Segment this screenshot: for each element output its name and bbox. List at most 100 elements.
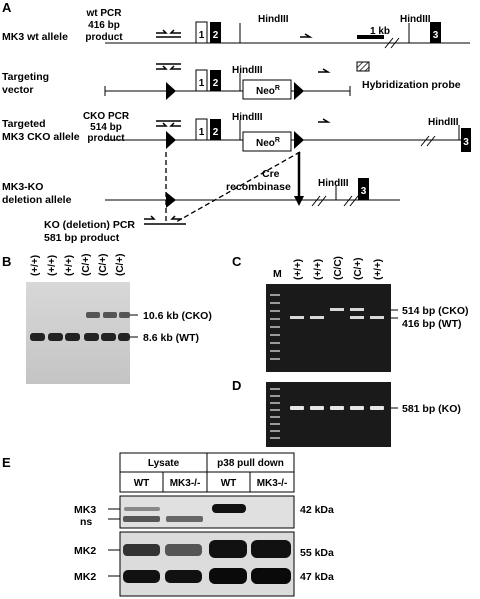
cre-arrow-head (294, 196, 304, 206)
wt-exon-3 (430, 22, 441, 43)
b-band-label-upper: 10.6 kb (CKO) (143, 310, 212, 322)
c-lane-label: (+/+) (373, 259, 384, 280)
e-ns-band (166, 516, 203, 522)
c-band-wt (290, 316, 304, 319)
e-mk2-lower-band (209, 568, 247, 584)
e-mk2-upper-band (209, 540, 247, 558)
tg-primer-3 (318, 118, 331, 123)
b-lane-label: (C/+) (81, 254, 92, 277)
c-gel-bands (290, 308, 384, 319)
tg-exon-3 (461, 128, 471, 152)
row-label-tg-2: MK3 CKO allele (2, 131, 80, 143)
d-band-ko (310, 406, 324, 410)
d-band-ko (290, 406, 304, 410)
b-cko-band (103, 312, 117, 318)
b-wt-band (30, 333, 45, 341)
panel-label-b: B (2, 254, 11, 269)
tv-primer-3 (318, 68, 331, 73)
tg-exon-2-label: 2 (213, 127, 219, 138)
ko-break-marks (311, 195, 359, 207)
hybridization-probe-swatch (356, 61, 370, 72)
e-ns-band (123, 516, 160, 522)
d-band-ko (330, 406, 344, 410)
row-label-ko-2: deletion allele (2, 194, 72, 206)
e-group-lysate: Lysate (148, 458, 180, 469)
e-mk3-pulldown-band (212, 504, 246, 513)
panel-c-lane-labels: (+/+) (+/+) (C/C) (C/+) (+/+) (293, 256, 384, 280)
tg-exon-1-label: 1 (199, 127, 205, 138)
c-marker-lane-label: M (273, 268, 282, 280)
cko-pcr-label-1: CKO PCR (83, 111, 130, 122)
wt-pcr-label-3: product (85, 32, 123, 43)
e-row-mk2-lower: MK2 (74, 571, 96, 583)
e-mk2-lower-band (251, 568, 291, 584)
c-band-label-lower: 416 bp (WT) (402, 318, 462, 330)
tv-exon-2-label: 2 (213, 78, 219, 89)
b-wt-band (65, 333, 80, 341)
e-mk2-lower-band (123, 570, 160, 583)
wt-exon-2-label: 2 (213, 30, 219, 41)
tv-pcr-primers (156, 63, 181, 70)
panel-label-d: D (232, 378, 241, 393)
cre-label-1: Cre (262, 168, 280, 180)
b-cko-band (119, 312, 130, 318)
wt-exon-2 (210, 22, 221, 43)
cko-pcr-label-3: product (87, 133, 125, 144)
d-gel-bands (290, 406, 384, 410)
tg-hindiii-label-2: HindIII (428, 117, 459, 128)
row-label-tg-1: Targeted (2, 118, 46, 130)
c-lane-label: (+/+) (293, 259, 304, 280)
d-band-ko (370, 406, 384, 410)
b-lane-label: (C/+) (98, 254, 109, 277)
c-band-label-upper: 514 bp (CKO) (402, 305, 469, 317)
row-label-ko-1: MK3-KO (2, 181, 43, 193)
c-ladder (270, 294, 280, 360)
d-band-label: 581 bp (KO) (402, 403, 461, 415)
tg-neo-label: NeoR (256, 137, 280, 149)
tg-loxp-2 (294, 131, 304, 149)
ko-exon-3 (358, 178, 369, 200)
c-lane-label: (C/C) (333, 256, 344, 280)
b-lane-label: (C/+) (115, 254, 126, 277)
pcr-gel-c (266, 284, 391, 372)
ko-hindiii-label: HindIII (318, 178, 349, 189)
e-mk3-band (124, 507, 160, 511)
ko-pcr-label-2: 581 bp product (44, 232, 120, 244)
pcr-gel-d (266, 382, 391, 447)
wt-hindiii-label-1: HindIII (258, 14, 289, 25)
panel-b-lane-labels: (+/+) (+/+) (+/+) (C/+) (C/+) (C/+) (30, 254, 126, 277)
ko-pcr-primers (144, 215, 186, 225)
b-wt-band (118, 333, 130, 341)
c-band-wt (370, 316, 384, 319)
e-mk2-upper-band (251, 540, 291, 558)
c-band-cko (330, 308, 344, 311)
e-kda-55: 55 kDa (300, 547, 334, 559)
wt-break-marks (384, 37, 400, 49)
e-group-p38: p38 pull down (217, 458, 284, 469)
b-wt-band (84, 333, 99, 341)
b-wt-band (48, 333, 63, 341)
wt-primer-3 (300, 33, 313, 38)
row-label-tv-1: Targeting (2, 71, 49, 83)
e-row-mk3: MK3 (74, 504, 96, 516)
hybridization-probe-label: Hybridization probe (362, 79, 461, 91)
tv-neo-cassette (242, 79, 292, 100)
tv-exon-1 (195, 69, 208, 92)
wt-pcr-label-1: wt PCR (86, 8, 123, 19)
b-cko-band (86, 312, 100, 318)
e-mk2-upper-band (123, 544, 160, 556)
b-band-label-lower: 8.6 kb (WT) (143, 332, 199, 344)
tg-hindiii-label-1: HindIII (232, 112, 263, 123)
e-mk2-lower-band (165, 570, 202, 583)
c-band-cko (350, 308, 364, 311)
panel-label-e: E (2, 455, 11, 470)
c-lane-label: (+/+) (313, 259, 324, 280)
tg-loxp-1 (166, 131, 176, 149)
e-blot1-bands (123, 504, 246, 522)
cre-label-2: recombinase (226, 181, 291, 193)
wt-pcr-label-2: 416 bp (88, 20, 120, 31)
panel-label-a: A (2, 0, 12, 15)
e-col-label: MK3-/- (257, 478, 288, 489)
tv-loxp-2 (294, 82, 304, 100)
tg-exon-2 (210, 119, 221, 140)
